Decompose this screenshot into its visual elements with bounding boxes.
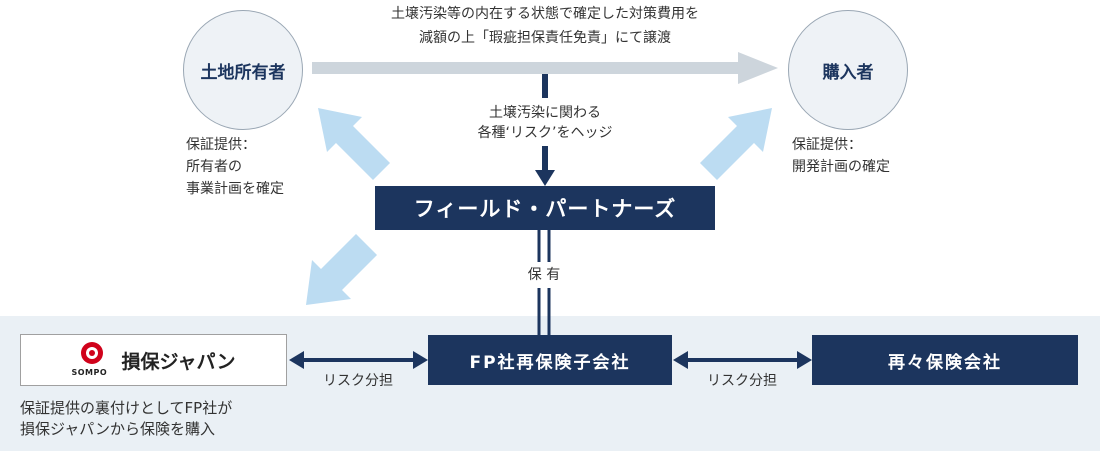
fieldpartners-label: フィールド・パートナーズ [413,197,677,221]
transfer-text: 土壌汚染等の内在する状態で確定した対策費用を 減額の上「瑕疵担保責任免責」にて譲… [330,5,760,48]
sompo-note-line1: 保証提供の裏付けとしてFP社が [20,399,233,417]
transfer-arrow [312,52,778,84]
right-guarantee-line2: 開発計画の確定 [792,159,890,175]
sompo-logo-word: SOMPO [71,368,108,377]
hedge-arrowhead [535,170,555,186]
guarantee-arrow-left [318,108,390,180]
hedge-text-line2: 各種‘リスク’をヘッジ [477,125,613,141]
holding-label: 保 有 [527,267,561,283]
sompo-note: 保証提供の裏付けとしてFP社が 損保ジャパンから保険を購入 [20,398,232,440]
landowner-label: 土地所有者 [200,62,286,83]
right-guarantee-line1: 保証提供： [792,137,862,153]
landowner-node: 土地所有者 [183,10,303,130]
hedge-text: 土壌汚染に関わる 各種‘リスク’をヘッジ [445,104,645,143]
fp-subsidiary-label: FP社再保険子会社 [469,352,631,373]
sompo-box: SOMPO 損保ジャパン [20,334,287,386]
reinsurer-label: 再々保険会社 [888,352,1002,373]
risk-share-right-label: リスク分担 [707,373,777,389]
buyer-label: 購入者 [822,62,874,83]
left-guarantee-line3: 事業計画を確定 [186,181,284,197]
left-guarantee-line1: 保証提供： [186,137,256,153]
transfer-text-line1: 土壌汚染等の内在する状態で確定した対策費用を [391,6,699,22]
left-guarantee-line2: 所有者の [186,159,242,175]
risk-share-left-label: リスク分担 [323,373,393,389]
sompo-note-line2: 損保ジャパンから保険を購入 [20,420,216,438]
guarantee-arrow-right [700,108,772,180]
insurance-arrow-lower-left [306,234,377,305]
buyer-node: 購入者 [788,10,908,130]
reinsurer-node: 再々保険会社 [812,335,1078,385]
risk-share-arrow-right [673,351,812,369]
left-guarantee-text: 保証提供： 所有者の 事業計画を確定 [186,136,284,199]
right-guarantee-text: 保証提供： 開発計画の確定 [792,136,890,177]
sompo-logo-icon: SOMPO [71,340,111,380]
risk-share-arrow-left [289,351,428,369]
fieldpartners-node: フィールド・パートナーズ [375,186,715,230]
transfer-text-line2: 減額の上「瑕疵担保責任免責」にて譲渡 [419,30,671,46]
fp-subsidiary-node: FP社再保険子会社 [428,335,672,385]
hedge-text-line1: 土壌汚染に関わる [489,105,601,121]
sompo-name: 損保ジャパン [121,350,236,373]
